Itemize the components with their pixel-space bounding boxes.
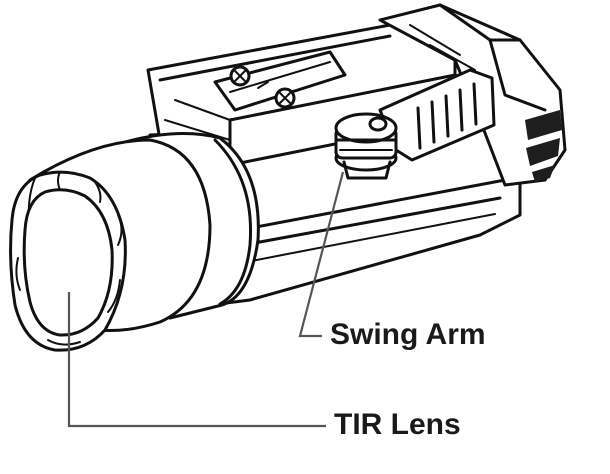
tir-lens-label: TIR Lens [334,408,461,441]
swing-arm-label: Swing Arm [330,318,486,351]
swing-arm-knob [334,112,398,180]
tir-lens [22,188,114,337]
swing-arm-leader [298,171,345,338]
mount-clamp [213,50,347,112]
tir-lens-leader [67,292,326,428]
